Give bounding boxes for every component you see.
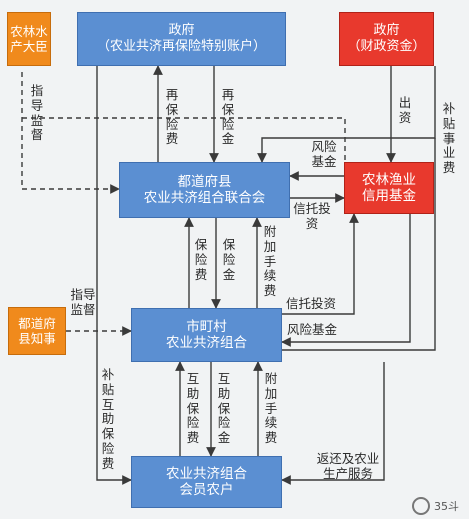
govt-fiscal-line-2: （财政资金） (347, 39, 426, 54)
reinsurance-money-label: 再保险金 (221, 87, 235, 147)
govt-account-line-2: （农业共济再保险特别账户） (96, 39, 266, 54)
watermark: 35斗 (412, 497, 459, 515)
return-service-arrow (281, 362, 385, 485)
premium-mid-label: 保险费 (194, 237, 208, 282)
subsidy-ops-label: 补贴事业费 (442, 101, 456, 175)
ministry-box: 农林水 产大臣 (7, 12, 51, 66)
subsidy-ops-line (257, 66, 436, 163)
watermark-text: 35斗 (434, 500, 459, 513)
subsidy-mutual-label: 补贴互助保险费 (101, 367, 115, 471)
reinsurance-premium-label: 再保险费 (165, 87, 179, 147)
mutual-money-label: 互助保险金 (217, 371, 231, 445)
trust-invest-mid-arrow (282, 213, 359, 315)
surcharge-mid-label: 附加手续费 (263, 224, 277, 298)
return-service-label: 返还及农业生产服务 (316, 451, 380, 481)
guidance-governor-label: 指导监督 (70, 287, 96, 317)
governor-line-1: 都道府 (18, 316, 56, 331)
risk-fund-mid-label: 风险基金 (287, 322, 338, 337)
trust-invest-mid-label: 信托投资 (286, 296, 337, 311)
governor-box: 都道府 县知事 (8, 307, 66, 355)
credit-fund-line-2: 信用基金 (362, 188, 416, 204)
guidance-dashed-line (22, 117, 346, 160)
governor-line-2: 县知事 (18, 331, 56, 346)
govt-fiscal-line-1: 政府 (373, 23, 400, 39)
prefectural-union-line-1: 都道府县 (177, 173, 232, 190)
subsidy-ops-down (282, 138, 436, 351)
government-reinsurance-account-box: 政府 （农业共济再保险特别账户） (77, 12, 286, 66)
member-farmers-box: 农业共济组合 会员农户 (131, 456, 282, 508)
municipal-cooperative-box: 市町村 农业共济组合 (131, 308, 282, 362)
contribution-label: 出资 (398, 95, 412, 125)
trust-invest-top-label: 信托投资 (293, 201, 331, 231)
insurance-mid-label: 保险金 (222, 237, 236, 282)
ministry-line-2: 产大臣 (10, 39, 48, 54)
credit-fund-line-1: 农林渔业 (362, 171, 416, 188)
credit-fund-box: 农林渔业 信用基金 (344, 162, 434, 214)
risk-fund-mid-arrow (281, 214, 411, 347)
municipal-line-2: 农业共济组合 (166, 335, 247, 351)
guidance-dashed-arrow (21, 72, 120, 194)
govt-account-line-1: 政府 (168, 23, 195, 39)
surcharge-bot-label: 附加手续费 (264, 371, 278, 445)
watermark-icon (412, 497, 430, 515)
risk-fund-top-label: 风险基金 (311, 139, 337, 169)
members-line-2: 会员农户 (179, 482, 234, 498)
guidance-top-label: 指导监督 (30, 83, 44, 143)
prefectural-union-line-2: 农业共济组合联合会 (143, 190, 266, 206)
subsidy-mutual-line (96, 66, 132, 485)
prefectural-union-box: 都道府县 农业共济组合联合会 (119, 162, 290, 218)
mutual-premium-label: 互助保险费 (186, 371, 200, 445)
government-fiscal-box: 政府 （财政资金） (339, 12, 434, 66)
municipal-line-1: 市町村 (186, 318, 227, 335)
ministry-line-1: 农林水 (10, 24, 48, 39)
members-line-1: 农业共济组合 (166, 465, 247, 482)
